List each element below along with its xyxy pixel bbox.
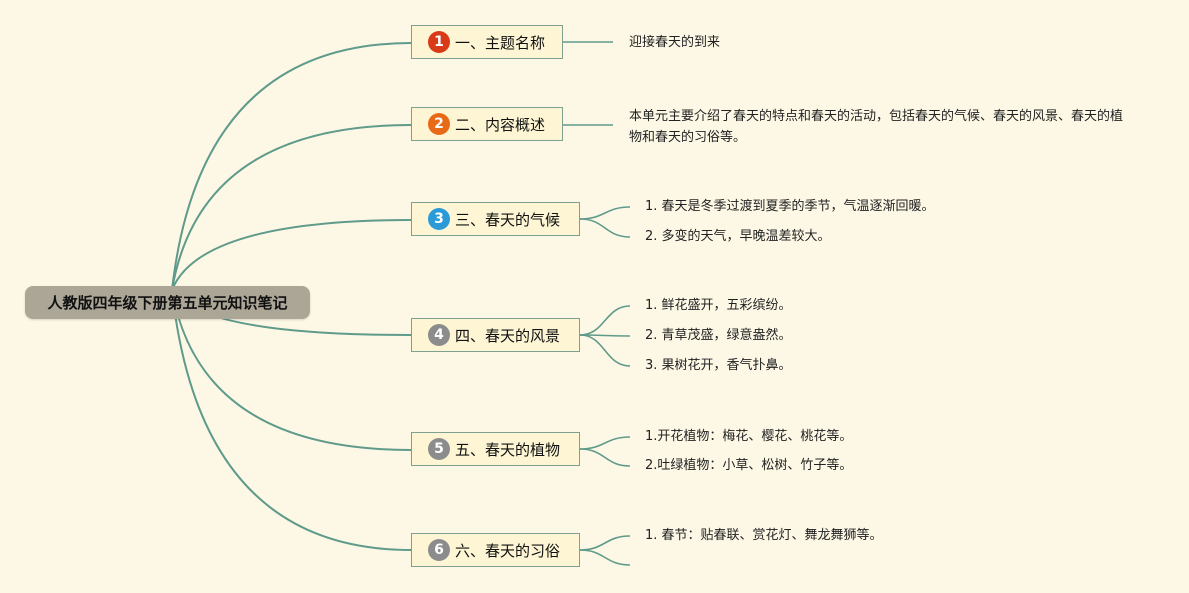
- branch-spring-climate[interactable]: 3 三、春天的气候: [411, 202, 580, 236]
- branch-spring-scenery[interactable]: 4 四、春天的风景: [411, 318, 580, 352]
- detail-plants-1[interactable]: 1.开花植物：梅花、樱花、桃花等。: [645, 429, 853, 444]
- branch-spring-plants[interactable]: 5 五、春天的植物: [411, 432, 580, 466]
- root-topic-label: 人教版四年级下册第五单元知识笔记: [47, 294, 288, 312]
- branch-spring-customs[interactable]: 6 六、春天的习俗: [411, 533, 580, 567]
- branch-connector: [171, 219, 412, 291]
- detail-scenery-2[interactable]: 2. 青草茂盛，绿意盎然。: [645, 328, 792, 343]
- root-topic[interactable]: 人教版四年级下册第五单元知识笔记: [25, 286, 310, 319]
- leaf-connector: [579, 334, 631, 367]
- branch-connector: [171, 42, 412, 291]
- leaf-connector: [579, 448, 631, 467]
- number-2-icon: 2: [428, 113, 450, 135]
- leaf-connector: [579, 436, 631, 450]
- branch-connector: [171, 289, 412, 451]
- detail-topic-name[interactable]: 迎接春天的到来: [629, 35, 721, 50]
- branch-label: 三、春天的气候: [455, 210, 561, 229]
- branch-label: 四、春天的风景: [455, 326, 561, 345]
- number-4-icon: 4: [428, 324, 450, 346]
- branch-label: 五、春天的植物: [455, 440, 561, 459]
- branch-content-overview[interactable]: 2 二、内容概述: [411, 107, 563, 141]
- leaf-connector: [579, 305, 631, 336]
- leaf-connector: [579, 535, 631, 551]
- number-6-icon: 6: [428, 539, 450, 561]
- branch-label: 六、春天的习俗: [455, 541, 561, 560]
- number-1-icon: 1: [428, 31, 450, 53]
- detail-climate-1[interactable]: 1. 春天是冬季过渡到夏季的季节，气温逐渐回暖。: [645, 199, 935, 214]
- branch-label: 一、主题名称: [455, 33, 546, 52]
- branch-connector: [171, 124, 412, 291]
- detail-plants-2[interactable]: 2.吐绿植物：小草、松树、竹子等。: [645, 458, 853, 473]
- number-5-icon: 5: [428, 438, 450, 460]
- number-3-icon: 3: [428, 208, 450, 230]
- branch-connector: [171, 289, 412, 551]
- leaf-connector: [579, 206, 631, 220]
- leaf-connector: [579, 218, 631, 238]
- detail-scenery-3[interactable]: 3. 果树花开，香气扑鼻。: [645, 358, 792, 373]
- detail-scenery-1[interactable]: 1. 鲜花盛开，五彩缤纷。: [645, 298, 792, 313]
- branch-label: 二、内容概述: [455, 115, 546, 134]
- detail-content-overview[interactable]: 本单元主要介绍了春天的特点和春天的活动，包括春天的气候、春天的风景、春天的植物和…: [629, 109, 1124, 145]
- branch-topic-name[interactable]: 1 一、主题名称: [411, 25, 563, 59]
- detail-customs-1[interactable]: 1. 春节：贴春联、赏花灯、舞龙舞狮等。: [645, 528, 883, 543]
- detail-climate-2[interactable]: 2. 多变的天气，早晚温差较大。: [645, 229, 831, 244]
- leaf-connector: [579, 549, 631, 566]
